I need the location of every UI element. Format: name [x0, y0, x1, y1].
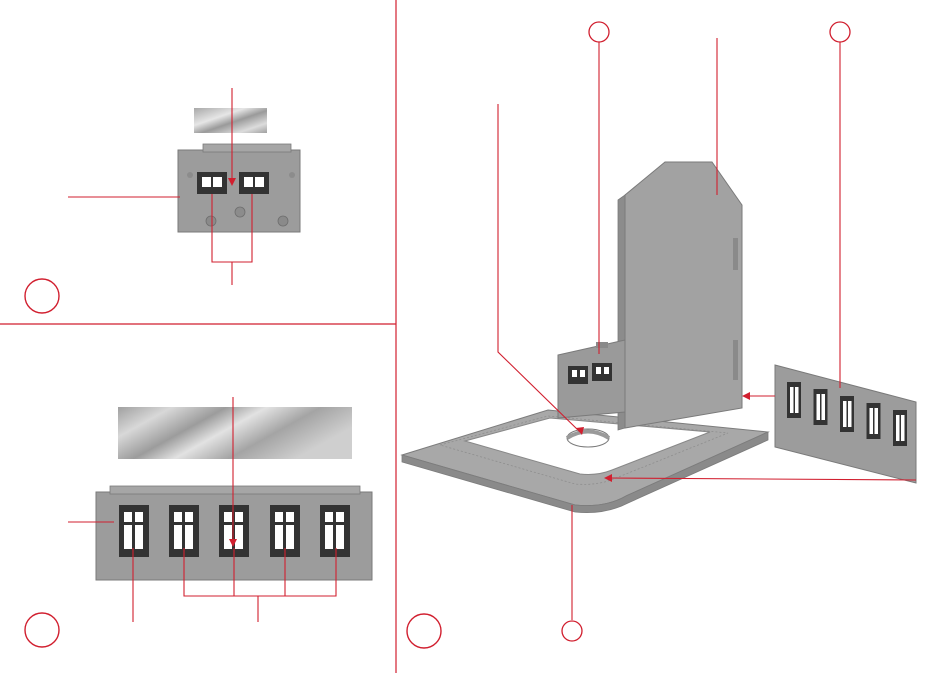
step-3-long-wall-window: [867, 403, 881, 439]
step-3-base-plate: [402, 410, 768, 513]
step-3-long-wall-window: [814, 389, 828, 425]
step-3-tall-wall: [618, 162, 742, 430]
callout-circle-wall-b: [830, 22, 850, 42]
callout-circle-base: [562, 621, 582, 641]
step-3-small-wall: [558, 340, 625, 418]
step-1-window-right: [239, 172, 269, 194]
step-3-marker-circle: [407, 614, 441, 648]
step-2-window-glazing: [118, 407, 352, 459]
step-3-long-wall-window: [893, 410, 907, 446]
step-1-panel: [25, 88, 300, 313]
step-2-marker-circle: [25, 613, 59, 647]
step-3-long-wall: [775, 365, 916, 483]
step-3-long-wall-window: [787, 382, 801, 418]
step-1-wall-piece: [178, 144, 300, 232]
step-2-window: [119, 505, 149, 557]
step-1-marker-circle: [25, 279, 59, 313]
step-2-window: [320, 505, 350, 557]
step-1-window-glazing: [194, 108, 267, 133]
step-3-long-wall-window: [840, 396, 854, 432]
step-2-panel: [25, 397, 372, 647]
step-3-panel: [402, 22, 916, 648]
callout-circle-wall-a: [589, 22, 609, 42]
step-1-window-left: [197, 172, 227, 194]
